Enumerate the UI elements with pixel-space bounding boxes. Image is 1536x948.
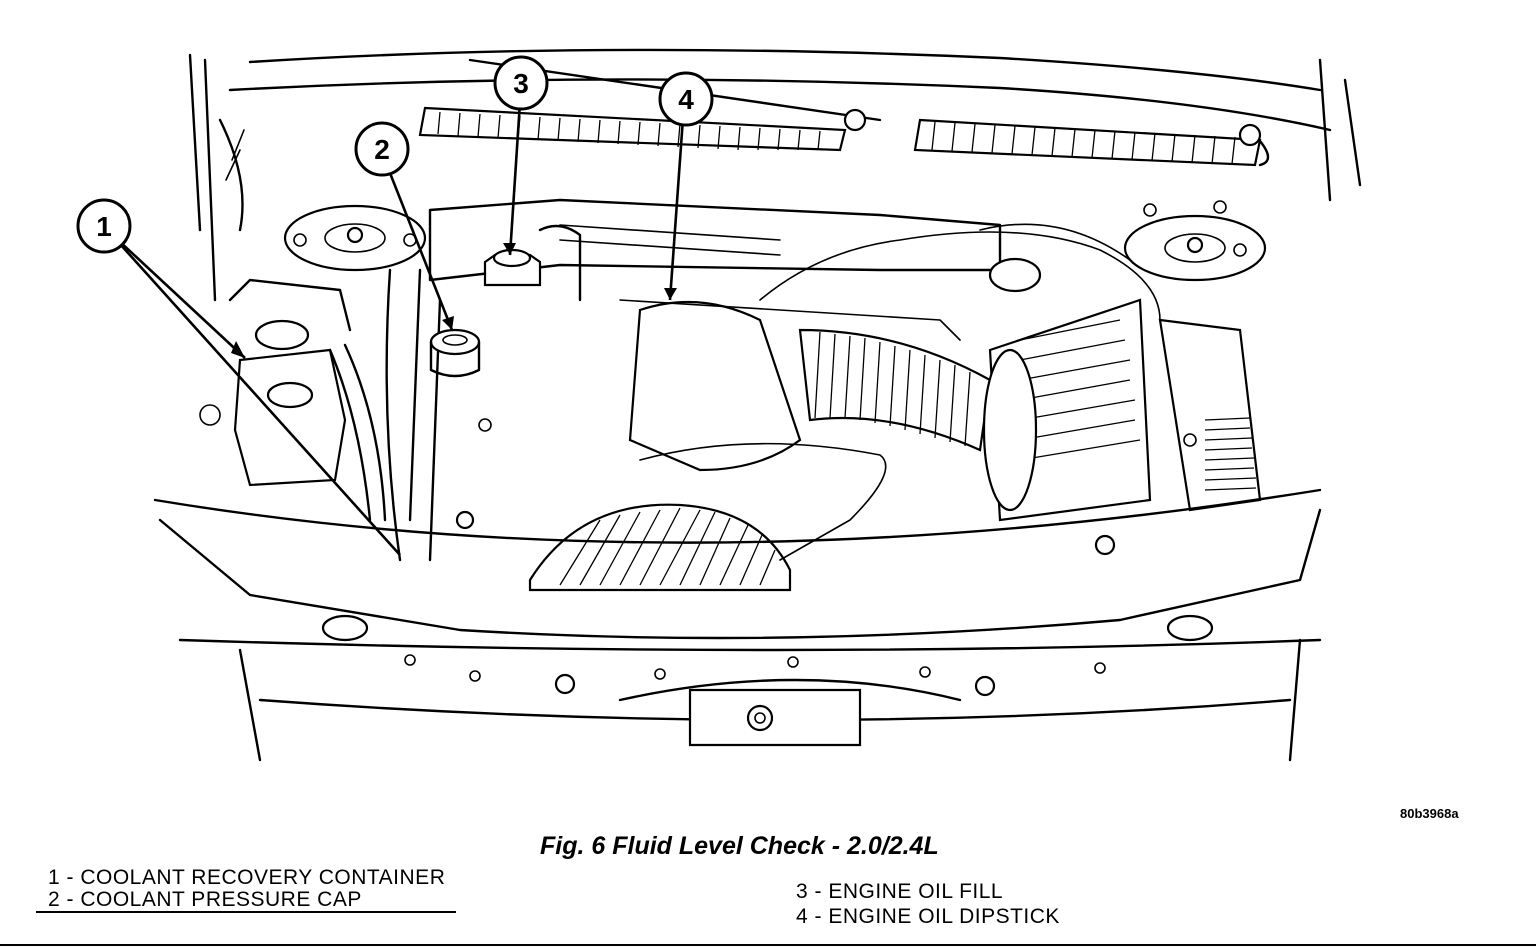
drawing-id: 80b3968a (1400, 806, 1459, 821)
legend-divider (36, 911, 456, 913)
legend-item-2: 2 - COOLANT PRESSURE CAP (48, 888, 362, 911)
fan-shroud (528, 503, 792, 592)
callout-2-label: 2 (374, 134, 390, 165)
air-intake (628, 257, 1152, 522)
hood-outline (188, 48, 1362, 302)
coolant-recovery-container (228, 278, 387, 522)
engine-bay-illustration: 1 2 3 4 (76, 48, 1362, 762)
legend-item-4: 4 - ENGINE OIL DIPSTICK (796, 905, 1060, 928)
strut-towers (283, 200, 1267, 282)
oil-fill-cap (483, 248, 542, 287)
radiator-support (153, 488, 1322, 762)
callout-1: 1 (76, 198, 132, 254)
callout-2: 2 (354, 121, 410, 177)
figure-caption: Fig. 6 Fluid Level Check - 2.0/2.4L (540, 832, 939, 860)
legend-item-1: 1 - COOLANT RECOVERY CONTAINER (48, 866, 446, 889)
callout-4-label: 4 (678, 84, 694, 115)
callout-leaders (117, 101, 685, 556)
bolts (199, 404, 1197, 556)
bottom-divider (0, 944, 1536, 946)
coolant-pressure-cap (429, 328, 481, 378)
cowl-vents (418, 58, 1270, 167)
callout-3: 3 (493, 55, 549, 111)
legend-item-3: 3 - ENGINE OIL FILL (796, 880, 1004, 903)
callout-4: 4 (658, 71, 714, 127)
callout-3-label: 3 (513, 68, 529, 99)
power-distribution-center (1158, 318, 1262, 512)
wiring-harness (619, 223, 1161, 561)
callout-1-label: 1 (96, 211, 112, 242)
